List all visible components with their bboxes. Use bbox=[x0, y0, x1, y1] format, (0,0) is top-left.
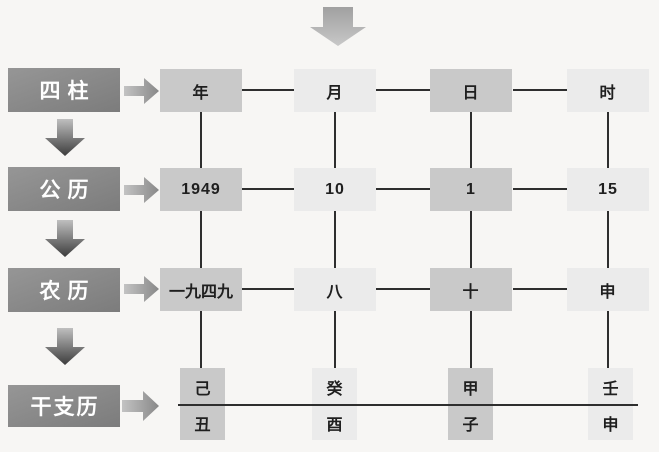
connector-line bbox=[513, 288, 567, 290]
connector-line bbox=[242, 188, 294, 190]
connector-line bbox=[470, 211, 472, 268]
row-right-arrow-icon bbox=[124, 78, 159, 104]
cell-gregorian-month: 10 bbox=[294, 168, 376, 211]
connector-line bbox=[607, 112, 609, 168]
connector-line bbox=[470, 311, 472, 368]
row-label-text: 农历 bbox=[39, 279, 96, 303]
top-down-arrow-icon bbox=[310, 7, 366, 46]
connector-line bbox=[242, 288, 294, 290]
connector-line bbox=[376, 89, 430, 91]
row-label-sizhu: 四柱 bbox=[8, 68, 120, 112]
connector-line bbox=[470, 112, 472, 168]
cell-stem-month: 癸 bbox=[312, 368, 357, 405]
connector-line bbox=[607, 311, 609, 368]
connector-line bbox=[200, 311, 202, 368]
row-label-text: 公历 bbox=[39, 178, 96, 202]
cell-gregorian-year: 1949 bbox=[160, 168, 242, 211]
connector-line bbox=[242, 89, 294, 91]
connector-line bbox=[200, 211, 202, 268]
cell-stem-hour: 壬 bbox=[588, 368, 633, 405]
connector-line bbox=[376, 288, 430, 290]
row-label-ganzhili: 干支历 bbox=[8, 385, 120, 427]
cell-gregorian-hour: 15 bbox=[567, 168, 649, 211]
cell-pillar-month: 月 bbox=[294, 69, 376, 112]
connector-line bbox=[513, 89, 567, 91]
row-label-nongli: 农历 bbox=[8, 268, 120, 312]
cell-pillar-day: 日 bbox=[430, 69, 512, 112]
connector-line bbox=[200, 112, 202, 168]
cell-branch-hour: 申 bbox=[588, 405, 633, 440]
connector-line bbox=[334, 211, 336, 268]
connector-line bbox=[513, 188, 567, 190]
flow-down-arrow-icon bbox=[45, 328, 85, 365]
cell-branch-month: 酉 bbox=[312, 405, 357, 440]
flow-down-arrow-icon bbox=[45, 220, 85, 257]
connector-line bbox=[334, 311, 336, 368]
cell-stem-year: 己 bbox=[180, 368, 225, 405]
cell-lunar-day: 十 bbox=[430, 268, 512, 311]
cell-lunar-month: 八 bbox=[294, 268, 376, 311]
cell-gregorian-day: 1 bbox=[430, 168, 512, 211]
row-right-arrow-icon bbox=[124, 276, 159, 302]
connector-line bbox=[376, 188, 430, 190]
row-label-text: 干支历 bbox=[30, 395, 100, 419]
row-label-gongli: 公历 bbox=[8, 167, 120, 211]
connector-line bbox=[607, 211, 609, 268]
cell-branch-year: 丑 bbox=[180, 405, 225, 440]
cell-pillar-year: 年 bbox=[160, 69, 242, 112]
cell-branch-day: 子 bbox=[448, 405, 493, 440]
cell-stem-day: 甲 bbox=[448, 368, 493, 405]
flow-down-arrow-icon bbox=[45, 119, 85, 156]
row-right-arrow-icon bbox=[122, 391, 159, 421]
connector-line bbox=[334, 112, 336, 168]
cell-lunar-hour: 申 bbox=[567, 268, 649, 311]
cell-lunar-year: 一九四九 bbox=[160, 268, 242, 311]
row-label-text: 四柱 bbox=[39, 79, 96, 103]
row-right-arrow-icon bbox=[124, 177, 159, 203]
ganzhi-divider-line bbox=[178, 404, 638, 406]
cell-pillar-hour: 时 bbox=[567, 69, 649, 112]
